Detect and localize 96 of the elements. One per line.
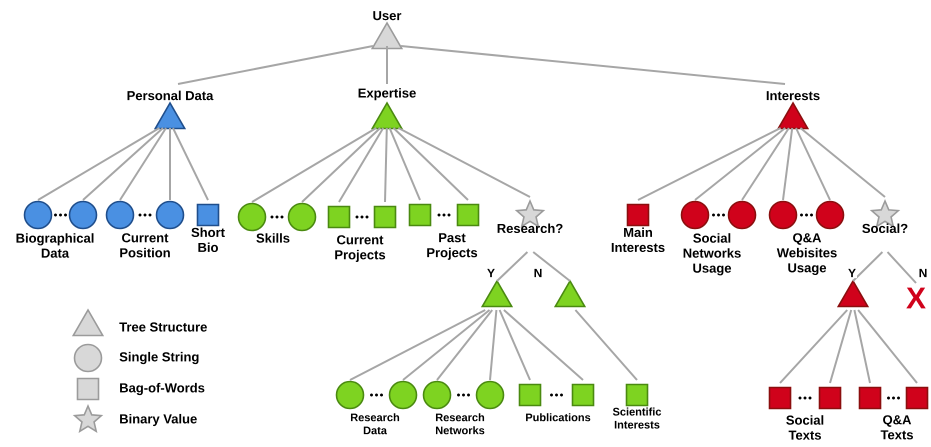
node-label: Short Bio [191, 227, 225, 252]
connector-line [853, 310, 871, 384]
connector-line [886, 251, 917, 284]
circle-node [768, 200, 798, 230]
connector-line [638, 127, 782, 201]
connector-line [252, 127, 377, 203]
node-label: Interests [766, 91, 820, 100]
circle-node [106, 200, 134, 230]
connector-line [694, 127, 786, 201]
connector-line [398, 127, 530, 198]
edge-label: N [918, 268, 928, 278]
connector-line [782, 128, 794, 200]
connector-line [852, 251, 884, 282]
connector-line [741, 127, 790, 201]
shape-label: Biographical Data [16, 233, 94, 258]
circle-node [422, 380, 452, 410]
node-label: Research? [498, 223, 562, 234]
circle-node [68, 200, 98, 230]
connector-line [388, 128, 421, 200]
shape-label: Research Networks [436, 413, 484, 434]
edge-label: Y [847, 268, 858, 278]
circle-node [288, 202, 316, 232]
connector-line [169, 128, 171, 200]
circle-node [238, 202, 266, 232]
circle-node [680, 200, 710, 230]
connector-line [400, 45, 786, 85]
connector-line [172, 128, 209, 200]
connector-line [779, 309, 848, 384]
connector-line [532, 251, 571, 282]
connector-line [503, 309, 584, 381]
shape-label: Skills [256, 233, 290, 243]
connector-line [800, 127, 886, 198]
circle-node [336, 380, 364, 410]
node-label: Scientific Interests [612, 408, 662, 429]
legend-text: Tree Structure [119, 322, 207, 332]
shape-label: Publications [526, 413, 590, 422]
shape-label: Social Networks Usage [684, 233, 741, 276]
square-node: Main Interests [612, 204, 665, 252]
tree-triangle: Personal Data [128, 90, 214, 130]
connector-line [857, 309, 918, 384]
connector-line [392, 127, 469, 201]
connector-line [489, 310, 498, 380]
square-node [456, 204, 480, 226]
connector-line [178, 45, 374, 85]
circle-node [24, 200, 52, 230]
circle-node [476, 380, 504, 410]
shape-label: Q&A Webisites Usage [776, 233, 837, 276]
tree-triangle: Expertise [358, 88, 416, 130]
connector-line [301, 127, 381, 203]
square-node [374, 206, 396, 228]
node-label: Personal Data [128, 90, 214, 100]
connector-line [574, 309, 638, 381]
node-label: Social? [862, 223, 908, 234]
connector-line [402, 309, 490, 381]
connector-line [436, 309, 493, 381]
square-node: Short Bio [191, 204, 225, 252]
shape-label: Current Position [120, 233, 170, 258]
node-label: Main Interests [612, 227, 665, 252]
node-label: Expertise [358, 88, 416, 100]
node-label: User [373, 11, 402, 20]
connector-line [119, 127, 167, 201]
connector-line [829, 310, 852, 384]
circle-node [816, 200, 844, 230]
connector-line [350, 309, 486, 381]
connector-line [386, 46, 388, 84]
circle-node [388, 380, 418, 410]
connector-line [38, 127, 160, 201]
circle-node [156, 200, 184, 230]
legend-text: Binary Value [120, 414, 197, 426]
shape-label: Past Projects [427, 233, 478, 260]
legend-text: Single String [120, 352, 198, 364]
edge-label: Y [486, 268, 496, 278]
square-node [768, 386, 792, 410]
connector-line [384, 128, 388, 202]
legend-text: Bag-of-Words [120, 382, 204, 396]
square-node [572, 384, 594, 406]
square-node [818, 386, 842, 410]
shape-label: Research Data [350, 413, 400, 434]
circle-node [728, 200, 756, 230]
shape-label: Q&A Texts [880, 415, 913, 440]
square-node [408, 204, 432, 226]
edge-label: N [532, 268, 544, 278]
connector-line [498, 310, 531, 380]
square-node [328, 206, 350, 228]
cross-mark: X [906, 288, 926, 308]
connector-line [496, 251, 528, 282]
square-node: Scientific Interests [612, 384, 662, 429]
square-node [906, 386, 928, 410]
shape-label: Social Texts [786, 415, 824, 440]
shape-label: Current Projects [335, 235, 386, 262]
connector-line [795, 128, 831, 200]
tree-triangle: Interests [766, 91, 820, 130]
square-node [518, 384, 542, 406]
square-node [858, 386, 882, 410]
connector-line [338, 127, 384, 203]
connector-line [82, 127, 164, 201]
